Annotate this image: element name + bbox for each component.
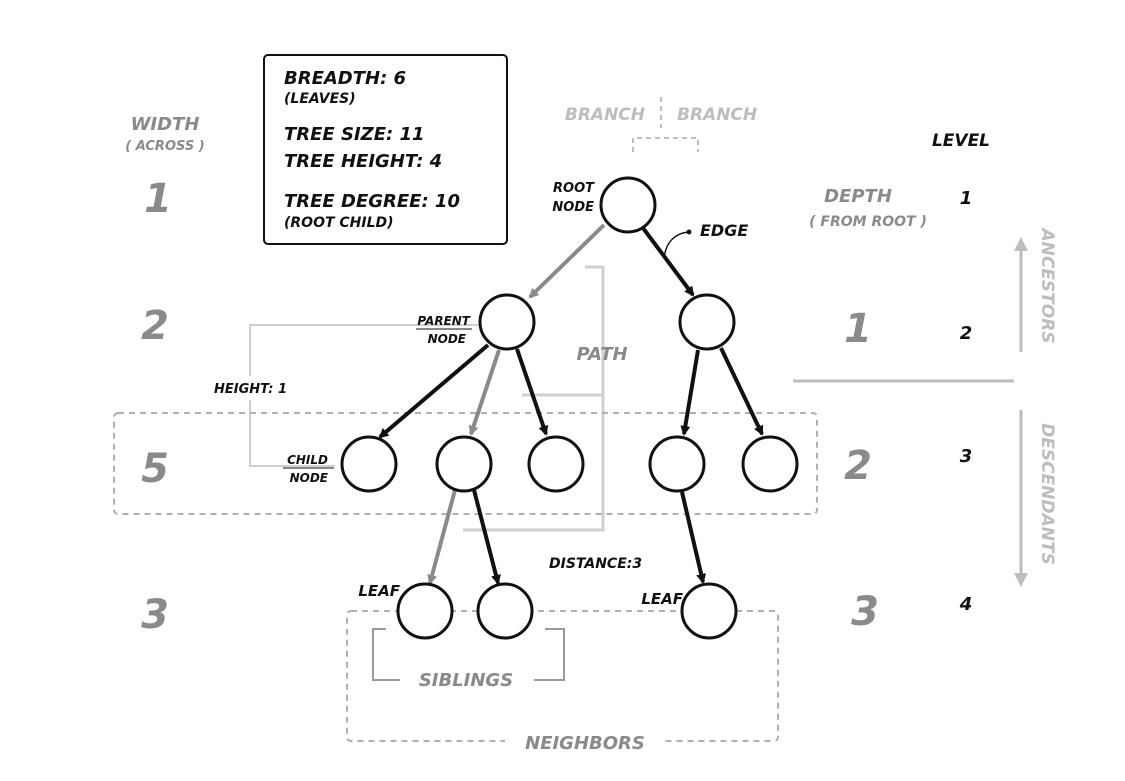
neighbors-group: NEIGHBORS bbox=[346, 610, 779, 754]
child-node-5 bbox=[741, 435, 799, 493]
siblings-bracket: SIBLINGS bbox=[372, 628, 565, 691]
root-node bbox=[599, 176, 657, 234]
branch-right-label: BRANCH bbox=[677, 105, 757, 125]
breadth-label: BREADTH: 6 bbox=[284, 68, 406, 89]
root-node-label-line2: NODE bbox=[552, 200, 594, 215]
level-3-group bbox=[113, 412, 818, 515]
height-label: HEIGHT: 1 bbox=[214, 382, 287, 397]
tree-size-label: TREE SIZE: 11 bbox=[284, 124, 425, 145]
neighbors-label: NEIGHBORS bbox=[525, 733, 645, 754]
level-value-3: 3 bbox=[960, 446, 973, 467]
width-value-4: 3 bbox=[141, 592, 169, 638]
leaf-right-label: LEAF bbox=[641, 590, 683, 608]
leaf-node-3 bbox=[680, 582, 738, 640]
path-label: PATH bbox=[576, 344, 627, 365]
neighbors-frame bbox=[346, 610, 779, 742]
width-column: WIDTH ( ACROSS ) 1 2 5 3 bbox=[125, 114, 204, 638]
root-node-label-line1: ROOT bbox=[553, 181, 595, 196]
leaf-left-label: LEAF bbox=[358, 582, 400, 600]
siblings-label: SIBLINGS bbox=[419, 670, 513, 691]
depth-value-2: 2 bbox=[844, 443, 872, 489]
child-node-1 bbox=[340, 435, 398, 493]
edge-right-child-1 bbox=[680, 349, 700, 436]
distance-label: DISTANCE:3 bbox=[549, 556, 642, 572]
height-bracket: HEIGHT: 1 bbox=[205, 324, 478, 467]
tree-degree-label: TREE DEGREE: 10 bbox=[284, 191, 460, 212]
depth-title: DEPTH bbox=[824, 186, 892, 207]
node-labels: ROOT NODE PARENT NODE CHILD NODE LEAF LE… bbox=[283, 181, 684, 608]
parent-node-label-line1: PARENT bbox=[417, 314, 470, 328]
path-bracket: PATH bbox=[463, 265, 628, 532]
edge-left-child-2 bbox=[468, 349, 501, 436]
width-value-1: 1 bbox=[144, 176, 172, 222]
descendants-label: DESCENDANTS bbox=[1037, 423, 1057, 565]
width-value-3: 5 bbox=[141, 446, 169, 492]
child-node-label-line1: CHILD bbox=[287, 453, 328, 467]
edge-root-parent-right bbox=[641, 226, 695, 297]
width-title: WIDTH bbox=[131, 114, 200, 135]
depth-column: DEPTH ( FROM ROOT ) 1 2 3 bbox=[809, 186, 927, 635]
leaf-node-2 bbox=[476, 582, 534, 640]
edge-left-child-3 bbox=[515, 348, 549, 436]
level-column: LEVEL 1 2 3 4 bbox=[932, 131, 990, 615]
parent-node-label-line2: NODE bbox=[428, 332, 467, 346]
edge-leaf-3 bbox=[680, 491, 707, 584]
tree-degree-note: (ROOT CHILD) bbox=[284, 215, 394, 231]
edge-label: EDGE bbox=[700, 221, 748, 240]
child-node-3 bbox=[527, 435, 585, 493]
level-value-4: 4 bbox=[959, 594, 973, 615]
width-value-2: 2 bbox=[141, 303, 169, 349]
leaf-node-1 bbox=[396, 582, 454, 640]
edge-right-child-2 bbox=[719, 347, 764, 436]
tree-height-label: TREE HEIGHT: 4 bbox=[284, 151, 442, 172]
width-subtitle: ( ACROSS ) bbox=[125, 139, 204, 154]
ancestors-indicator: ANCESTORS bbox=[1014, 226, 1057, 352]
level-value-1: 1 bbox=[960, 188, 973, 209]
parent-node-left bbox=[478, 293, 536, 351]
edge-leaf-2 bbox=[472, 489, 501, 585]
level-title: LEVEL bbox=[932, 131, 990, 151]
edge-callout: EDGE bbox=[663, 221, 748, 259]
edge-root-parent-left bbox=[528, 223, 606, 299]
level-value-2: 2 bbox=[960, 323, 973, 344]
child-node-2 bbox=[435, 435, 493, 493]
branch-label: BRANCH BRANCH bbox=[565, 97, 757, 152]
edge-left-child-1 bbox=[378, 343, 490, 439]
edge-leaf-1 bbox=[427, 489, 457, 585]
depth-subtitle: ( FROM ROOT ) bbox=[809, 214, 927, 230]
edges bbox=[378, 223, 764, 585]
descendants-indicator: DESCENDANTS bbox=[1014, 410, 1057, 587]
parent-node-right bbox=[678, 293, 736, 351]
child-node-4 bbox=[648, 435, 706, 493]
breadth-note: (LEAVES) bbox=[284, 91, 356, 107]
info-box: BREADTH: 6 (LEAVES) TREE SIZE: 11 TREE H… bbox=[263, 54, 508, 245]
child-node-label-line2: NODE bbox=[290, 471, 329, 485]
nodes bbox=[340, 176, 799, 640]
ancestors-label: ANCESTORS bbox=[1037, 226, 1057, 343]
branch-left-label: BRANCH bbox=[565, 105, 645, 125]
depth-value-3: 3 bbox=[851, 589, 879, 635]
info-box-frame bbox=[263, 54, 508, 245]
depth-value-1: 1 bbox=[844, 306, 872, 352]
